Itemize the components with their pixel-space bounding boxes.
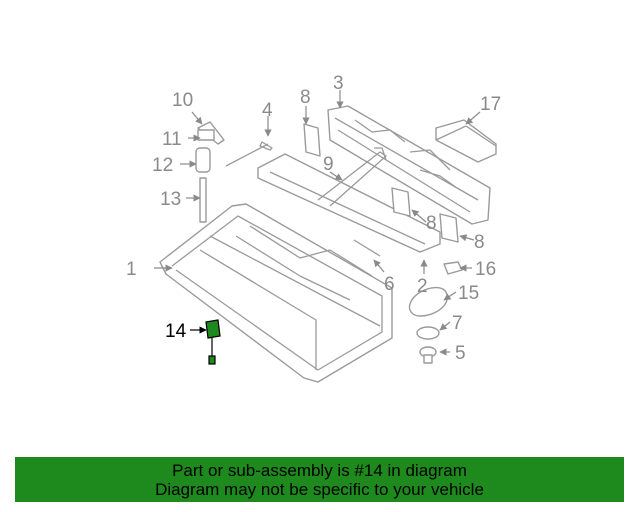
nut-part bbox=[419, 346, 437, 364]
callout-13: 13 bbox=[160, 189, 181, 210]
wheel-cover-part bbox=[408, 286, 448, 317]
washer-part bbox=[416, 326, 440, 340]
callout-1: 1 bbox=[126, 259, 137, 280]
callout-4: 4 bbox=[262, 100, 273, 121]
pin-part bbox=[353, 239, 381, 257]
callout-7: 7 bbox=[452, 313, 463, 334]
callout-8a: 8 bbox=[300, 87, 311, 108]
callout-labels: 1 2 3 4 5 6 7 8 8 8 9 10 11 12 13 14 15 … bbox=[126, 73, 501, 364]
callout-12: 12 bbox=[152, 155, 173, 176]
callout-3: 3 bbox=[333, 73, 344, 94]
main-tray-part bbox=[159, 203, 393, 383]
banner-line-part-info: Part or sub-assembly is #14 in diagram bbox=[172, 461, 467, 480]
callout-10: 10 bbox=[172, 90, 193, 111]
callout-15: 15 bbox=[458, 283, 479, 304]
rail-panel-part bbox=[327, 105, 491, 225]
callout-6: 6 bbox=[384, 274, 395, 295]
highlighted-part-14[interactable] bbox=[205, 319, 221, 365]
leader-lines bbox=[154, 90, 481, 356]
callout-8c: 8 bbox=[474, 232, 485, 253]
jack-assembly-part bbox=[195, 121, 225, 223]
callout-16: 16 bbox=[475, 259, 496, 280]
callout-17: 17 bbox=[480, 94, 501, 115]
bracket-part bbox=[303, 123, 459, 243]
parts-diagram: 1 2 3 4 5 6 7 8 8 8 9 10 11 12 13 14 15 … bbox=[126, 73, 501, 383]
clip-part bbox=[443, 261, 463, 275]
rod-part bbox=[225, 141, 273, 167]
info-banner: Part or sub-assembly is #14 in diagram D… bbox=[15, 457, 624, 502]
callout-2: 2 bbox=[417, 276, 428, 297]
cover-box-part bbox=[435, 119, 497, 163]
crossbar-frame-part bbox=[257, 147, 441, 253]
callout-9: 9 bbox=[323, 154, 334, 175]
callout-8b: 8 bbox=[426, 213, 437, 234]
callout-11: 11 bbox=[162, 129, 182, 150]
callout-5: 5 bbox=[455, 343, 466, 364]
banner-line-disclaimer: Diagram may not be specific to your vehi… bbox=[155, 480, 484, 499]
callout-14[interactable]: 14 bbox=[165, 321, 187, 342]
